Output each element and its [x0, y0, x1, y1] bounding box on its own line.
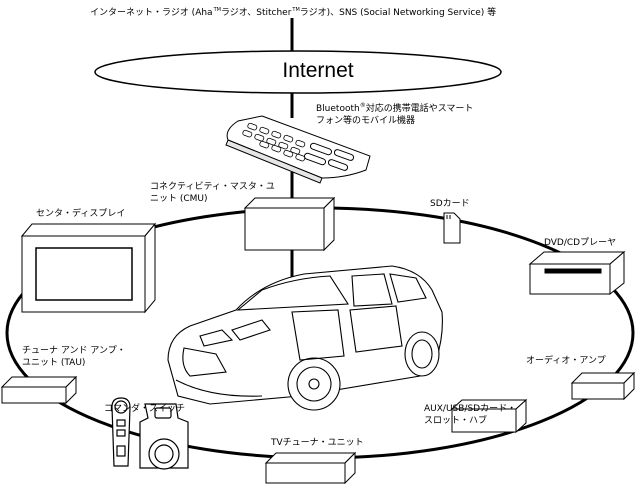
audio-amp-label: オーディオ・アンプ: [526, 356, 606, 366]
caption-part-3: ラジオ)、SNS (Social Networking Service) 等: [299, 8, 497, 18]
cmu-label: コネクティビティ・マスタ・ユ ニット (CMU): [150, 181, 275, 205]
tau-label-line1: チューナ アンド アンプ・: [22, 346, 126, 356]
aux-usb-label-line2: スロット・ハブ: [424, 416, 488, 426]
tau-label: チューナ アンド アンプ・ ユニット (TAU): [22, 345, 126, 369]
car-illustration: [167, 265, 443, 411]
trademark-mark-aha: TM: [213, 7, 221, 13]
tau-label-line2: ユニット (TAU): [22, 358, 86, 368]
cmu-label-line1: コネクティビティ・マスタ・ユ: [150, 182, 275, 192]
center-display-icon: [20, 222, 157, 314]
center-display-label: センタ・ディスプレイ: [36, 209, 126, 219]
tau-box-icon: [0, 375, 78, 405]
tv-tuner-box-icon: [264, 451, 357, 484]
sd-card-label: SDカード: [430, 199, 470, 209]
bluetooth-text: Bluetooth: [316, 104, 360, 114]
registered-mark: ®: [359, 102, 366, 109]
commander-switch-label: コマンダ・スイッチ: [104, 404, 186, 414]
mobile-phone-icon: [225, 115, 371, 184]
mobile-device-label-line2: フォン等のモバイル機器: [316, 116, 416, 126]
internet-radio-caption: インターネット・ラジオ (AhaTMラジオ、StitcherTMラジオ)、SNS…: [90, 4, 496, 19]
dvd-player-label: DVD/CDプレーヤ: [544, 238, 617, 248]
aux-usb-label-line1: AUX/USB/SDカード・: [424, 404, 517, 414]
cmu-box-icon: [243, 196, 336, 252]
tv-tuner-label: TVチューナ・ユニット: [271, 438, 364, 448]
internet-ellipse: [94, 50, 502, 94]
commander-switch-icon: [111, 397, 189, 470]
caption-part-1: インターネット・ラジオ (Aha: [90, 8, 213, 18]
cmu-label-line2: ニット (CMU): [150, 194, 208, 204]
mobile-device-label-line1b: 対応の携帯電話やスマート: [365, 104, 474, 114]
caption-part-2: ラジオ、Stitcher: [220, 8, 292, 18]
audio-amp-box-icon: [570, 371, 636, 401]
trademark-mark-stitcher: TM: [292, 7, 300, 13]
sd-card-icon: [443, 212, 461, 244]
dvd-player-icon: [528, 250, 626, 296]
aux-usb-label: AUX/USB/SDカード・ スロット・ハブ: [424, 403, 516, 427]
aux-usb-hub-icon: [450, 398, 528, 434]
internet-label: Internet: [282, 59, 354, 82]
mobile-device-label: Bluetooth®対応の携帯電話やスマート フォン等のモバイル機器: [316, 100, 473, 127]
